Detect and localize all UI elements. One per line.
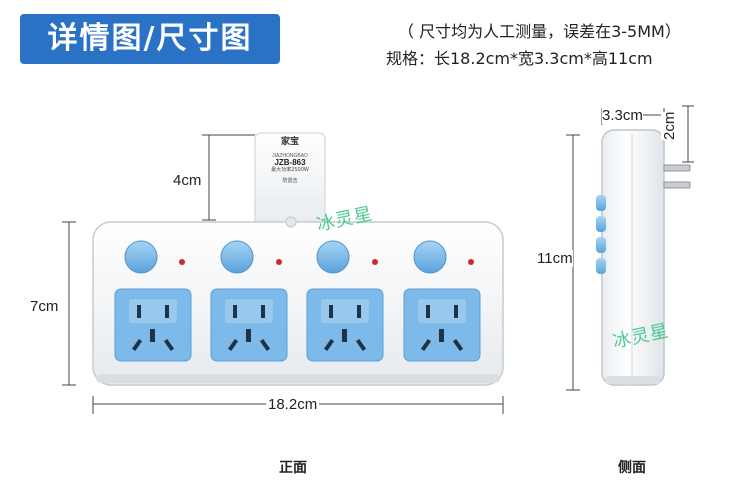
indicator-light-4 <box>468 259 474 265</box>
switch-button-1 <box>124 240 158 274</box>
front-view-caption: 正面 <box>279 460 307 476</box>
front-width-label: 18.2cm <box>266 396 320 413</box>
plug-brand: 家宝 <box>280 137 299 147</box>
switch-buttons <box>124 240 447 274</box>
vent-icon <box>285 216 297 228</box>
side-height-label: 11cm <box>537 250 573 267</box>
side-switch-4 <box>596 258 606 274</box>
plug-model: JZB-863 <box>274 158 306 168</box>
side-switch-buttons <box>596 195 606 274</box>
side-body <box>601 129 665 386</box>
switch-button-4 <box>413 240 447 274</box>
indicator-light-2 <box>276 259 282 265</box>
plug-pinyin: JIAZHONGBAO <box>272 152 308 159</box>
side-switch-1 <box>596 195 606 211</box>
socket-outlet-2 <box>210 288 288 362</box>
plug-height-label: 4cm <box>173 172 202 189</box>
plug-module-label: 家宝 JIAZHONGBAO JZB-863 最大功率2500W 防雷击 <box>256 137 324 184</box>
side-switch-3 <box>596 237 606 253</box>
front-height-label: 7cm <box>30 298 59 315</box>
front-view <box>62 132 504 414</box>
sockets <box>114 288 481 362</box>
socket-outlet-1 <box>114 288 192 362</box>
side-view <box>566 105 694 391</box>
indicator-light-3 <box>372 259 378 265</box>
measurement-note: （ 尺寸均为人工测量，误差在3-5MM） <box>398 22 681 41</box>
side-pin-label: 2cm <box>661 111 678 140</box>
side-switch-2 <box>596 216 606 232</box>
power-strip-body <box>92 221 504 386</box>
switch-button-3 <box>316 240 350 274</box>
plug-pins <box>663 164 691 189</box>
plug-power: 最大功率2500W <box>271 167 309 174</box>
indicator-lights <box>179 259 474 265</box>
title-badge: 详情图/尺寸图 <box>20 14 280 64</box>
socket-outlet-4 <box>403 288 481 362</box>
switch-button-2 <box>220 240 254 274</box>
indicator-light-1 <box>179 259 185 265</box>
side-view-caption: 侧面 <box>618 460 646 476</box>
socket-outlet-3 <box>306 288 384 362</box>
side-depth-label: 3.3cm <box>602 107 643 124</box>
plug-safety: 防雷击 <box>282 177 298 184</box>
spec-text: 规格：长18.2cm*宽3.3cm*高11cm <box>386 49 653 68</box>
